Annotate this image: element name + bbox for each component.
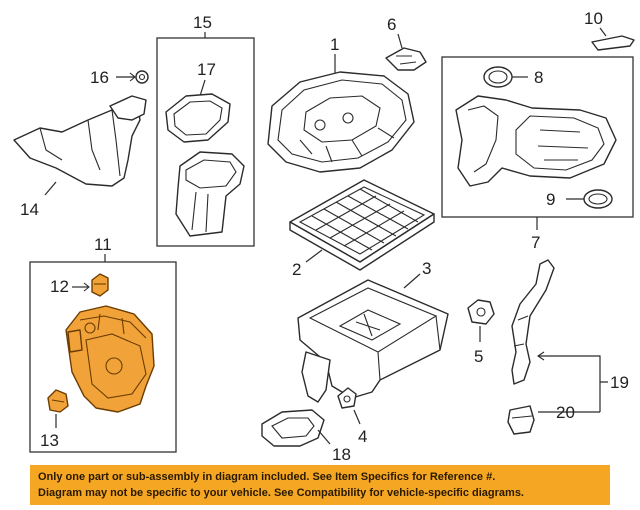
part-14-intake-duct[interactable] bbox=[13, 95, 147, 187]
callout-17: 17 bbox=[197, 60, 216, 79]
callout-19: 19 bbox=[610, 373, 629, 392]
callout-2: 2 bbox=[292, 260, 301, 279]
leader-4 bbox=[353, 409, 361, 425]
callout-8: 8 bbox=[534, 68, 543, 87]
part-18-bracket[interactable] bbox=[261, 409, 325, 447]
callout-13: 13 bbox=[40, 431, 59, 450]
arrow-12 bbox=[83, 282, 90, 292]
part-15-duct[interactable] bbox=[175, 151, 245, 237]
leader-14 bbox=[44, 181, 57, 196]
callout-14: 14 bbox=[20, 200, 39, 219]
callout-9: 9 bbox=[546, 190, 555, 209]
part-4-grommet[interactable] bbox=[337, 387, 357, 409]
leader-10 bbox=[599, 27, 607, 37]
callout-16: 16 bbox=[90, 68, 109, 87]
part-16-clip[interactable] bbox=[135, 70, 149, 84]
callout-15: 15 bbox=[193, 13, 212, 32]
part-5-grommet[interactable] bbox=[467, 299, 495, 325]
leader-18 bbox=[317, 429, 331, 445]
disclaimer-line-2: Diagram may not be specific to your vehi… bbox=[38, 487, 524, 499]
part-12-cap[interactable] bbox=[91, 273, 109, 297]
part-3-lower-housing[interactable] bbox=[297, 279, 449, 403]
part-6-sensor[interactable] bbox=[385, 47, 427, 71]
callout-5: 5 bbox=[474, 347, 483, 366]
arrow-19 bbox=[537, 351, 545, 361]
callout-6: 6 bbox=[387, 15, 396, 34]
callout-11: 11 bbox=[94, 235, 112, 254]
disclaimer-line-1: Only one part or sub-assembly in diagram… bbox=[38, 471, 496, 483]
leader-6 bbox=[397, 33, 403, 49]
leader-19 bbox=[538, 355, 608, 413]
callout-20: 20 bbox=[556, 403, 575, 422]
arrow-16 bbox=[129, 72, 136, 82]
callout-18: 18 bbox=[332, 445, 351, 464]
part-17-seal[interactable] bbox=[165, 93, 231, 143]
part-10-strap[interactable] bbox=[591, 35, 635, 51]
group-box-11 bbox=[29, 261, 177, 453]
leader-3 bbox=[403, 273, 421, 289]
part-11-canister[interactable] bbox=[65, 305, 155, 413]
part-9-clamp[interactable] bbox=[583, 189, 613, 209]
part-13-fitting[interactable] bbox=[47, 389, 69, 413]
part-20-connector[interactable] bbox=[507, 405, 535, 435]
part-19-vent-tube[interactable] bbox=[511, 259, 555, 385]
callout-10: 10 bbox=[584, 9, 603, 28]
part-2-air-filter[interactable] bbox=[289, 179, 435, 271]
part-7-outlet-duct[interactable] bbox=[455, 95, 617, 187]
callout-3: 3 bbox=[422, 259, 431, 278]
leader-2 bbox=[305, 249, 323, 263]
part-8-clamp[interactable] bbox=[483, 66, 513, 88]
part-1-air-cleaner-cover[interactable] bbox=[267, 71, 415, 173]
callout-7: 7 bbox=[531, 233, 540, 252]
callout-1: 1 bbox=[330, 35, 339, 54]
callout-12: 12 bbox=[50, 277, 69, 296]
disclaimer-banner: Only one part or sub-assembly in diagram… bbox=[30, 465, 610, 505]
leader-17 bbox=[199, 79, 206, 97]
callout-4: 4 bbox=[358, 427, 367, 446]
